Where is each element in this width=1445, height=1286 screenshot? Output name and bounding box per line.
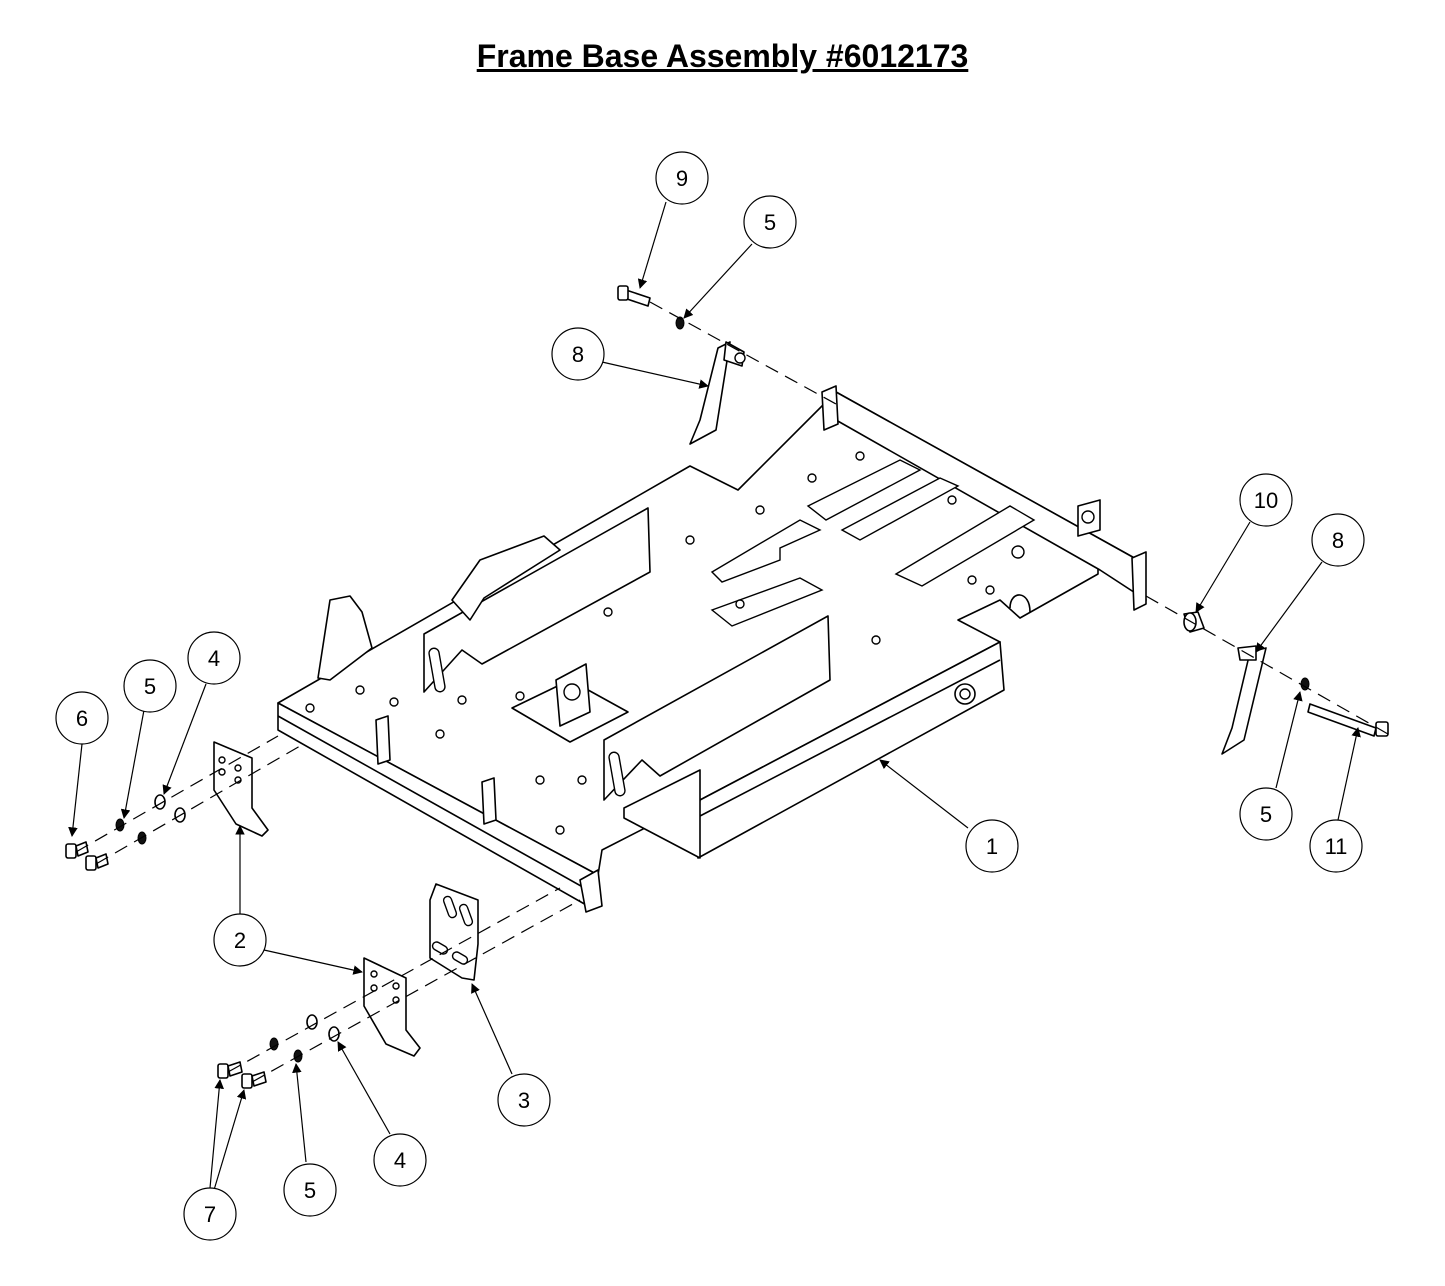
callout-5-top: 5: [743, 195, 797, 249]
frame-side-hole: [1081, 510, 1095, 524]
frame-rear-tab-right: [1131, 551, 1147, 611]
svg-text:6: 6: [76, 706, 88, 731]
bolt-9: [617, 285, 651, 307]
svg-text:11: 11: [1325, 834, 1348, 859]
hardware-left: [65, 794, 186, 871]
svg-text:8: 8: [1332, 528, 1344, 553]
svg-text:9: 9: [676, 166, 688, 191]
callouts: 9 5 8 10 8 6 5 4 1 5 11 2 3 4 5 7: [55, 151, 1365, 1241]
frame-rear-tab-left: [821, 385, 839, 431]
washer-5-upper: [675, 316, 685, 330]
callout-5-left: 5: [123, 659, 177, 713]
post-mid: [481, 777, 497, 825]
bracket-2-upper: [213, 741, 269, 837]
screw-7b: [241, 1073, 253, 1089]
svg-text:5: 5: [1260, 802, 1272, 827]
hardware-upper: [675, 316, 1310, 691]
callout-8-top: 8: [551, 327, 605, 381]
frame-inner-bracket-left: [423, 507, 651, 693]
plate-cutout-4: [710, 577, 824, 627]
bushing-10: [1183, 611, 1205, 633]
svg-text:5: 5: [304, 1178, 316, 1203]
arm-8-right: [1221, 645, 1267, 755]
page-title: Frame Base Assembly #6012173: [476, 38, 969, 74]
slot-right: [608, 751, 626, 797]
svg-text:5: 5: [764, 210, 776, 235]
svg-text:3: 3: [518, 1088, 530, 1113]
callout-5-right: 5: [1239, 787, 1293, 841]
plate-cutout-5: [894, 505, 1036, 587]
svg-text:1: 1: [986, 834, 998, 859]
post-left: [375, 715, 391, 765]
svg-text:7: 7: [204, 1202, 216, 1227]
assembly-lines: [75, 301, 1389, 1083]
callout-6: 6: [55, 691, 109, 745]
svg-text:4: 4: [394, 1148, 406, 1173]
frame-notch: [1009, 594, 1031, 613]
plate-cutout-2: [806, 459, 922, 521]
callout-10: 10: [1239, 473, 1293, 527]
slot-left: [428, 647, 446, 693]
screw-6a: [65, 843, 77, 859]
callout-4-lower: 4: [373, 1133, 427, 1187]
plate-cutout-3: [840, 477, 960, 541]
frame-left-upright: [317, 595, 373, 681]
svg-text:2: 2: [234, 928, 246, 953]
frame-lower-tube: [623, 769, 701, 859]
center-block-hole: [563, 683, 581, 701]
frame-top-plate: [277, 391, 1139, 876]
callout-1: 1: [965, 819, 1019, 873]
screw-6b: [85, 855, 97, 871]
hardware-lower: [217, 1014, 340, 1089]
screw-7a: [217, 1063, 229, 1079]
leader-lines: [68, 201, 1361, 1191]
bolt-11: [1307, 703, 1389, 737]
callout-4-left: 4: [187, 631, 241, 685]
callout-2: 2: [213, 913, 267, 967]
frame-inner-bracket-left-top: [451, 535, 561, 621]
svg-text:8: 8: [572, 342, 584, 367]
callout-7: 7: [183, 1187, 237, 1241]
plate-holes: [305, 451, 1025, 835]
callout-9: 9: [655, 151, 709, 205]
frame-end-cap: [579, 869, 603, 913]
arm-8-upper: [689, 341, 746, 445]
frame-base: [277, 385, 1147, 913]
svg-text:10: 10: [1254, 488, 1278, 513]
svg-text:4: 4: [208, 646, 220, 671]
frame-inner-bracket-right: [603, 615, 831, 801]
callout-5-lower: 5: [283, 1163, 337, 1217]
plate-cutout-1: [710, 519, 822, 583]
bracket-3: [429, 883, 479, 981]
washer-4-lower-a: [306, 1014, 318, 1030]
callout-11: 11: [1309, 819, 1363, 873]
callout-8-right: 8: [1311, 513, 1365, 567]
svg-text:5: 5: [144, 674, 156, 699]
bracket-2-lower: [363, 957, 421, 1057]
callout-3: 3: [497, 1073, 551, 1127]
